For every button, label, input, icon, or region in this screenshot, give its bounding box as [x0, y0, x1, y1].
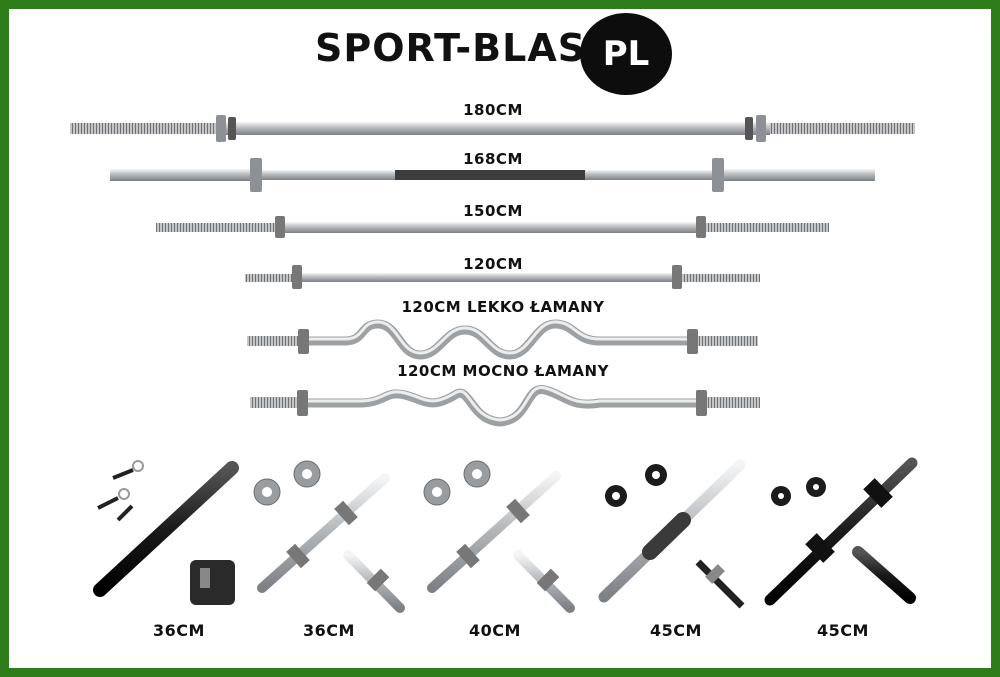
handle-2-chrome-36cm — [253, 460, 405, 613]
bar-120cm-lekko-lamany — [247, 319, 758, 360]
bar-label-120cm-lekko-lamany: 120CM LEKKO ŁAMANY — [401, 298, 605, 316]
handle-label-5: 45CM — [817, 621, 869, 640]
handle-label-3: 40CM — [469, 621, 521, 640]
handle-5-black-45cm — [764, 457, 918, 606]
handle-4-grip-45cm — [598, 459, 746, 609]
bar-label-180cm: 180CM — [463, 101, 523, 119]
bar-150cm — [156, 216, 829, 238]
bar-label-150cm: 150CM — [463, 202, 523, 220]
handle-label-1: 36CM — [153, 621, 205, 640]
handle-label-2: 36CM — [303, 621, 355, 640]
bar-label-168cm: 168CM — [463, 150, 523, 168]
bar-label-120cm: 120CM — [463, 255, 523, 273]
brand-name: SPORT-BLAST — [315, 26, 614, 70]
bar-label-120cm-mocno-lamany: 120CM MOCNO ŁAMANY — [397, 362, 609, 380]
brand-badge-pl: PL — [580, 13, 672, 95]
bar-168cm — [110, 158, 875, 192]
handle-1-black-36cm — [93, 460, 239, 605]
handle-3-chrome-40cm — [423, 460, 575, 613]
bar-180cm — [70, 115, 915, 142]
handle-label-4: 45CM — [650, 621, 702, 640]
brand-header: SPORT-BLAST PL — [315, 13, 672, 95]
bar-120cm — [245, 265, 760, 289]
bar-120cm-mocno-lamany — [250, 385, 760, 427]
